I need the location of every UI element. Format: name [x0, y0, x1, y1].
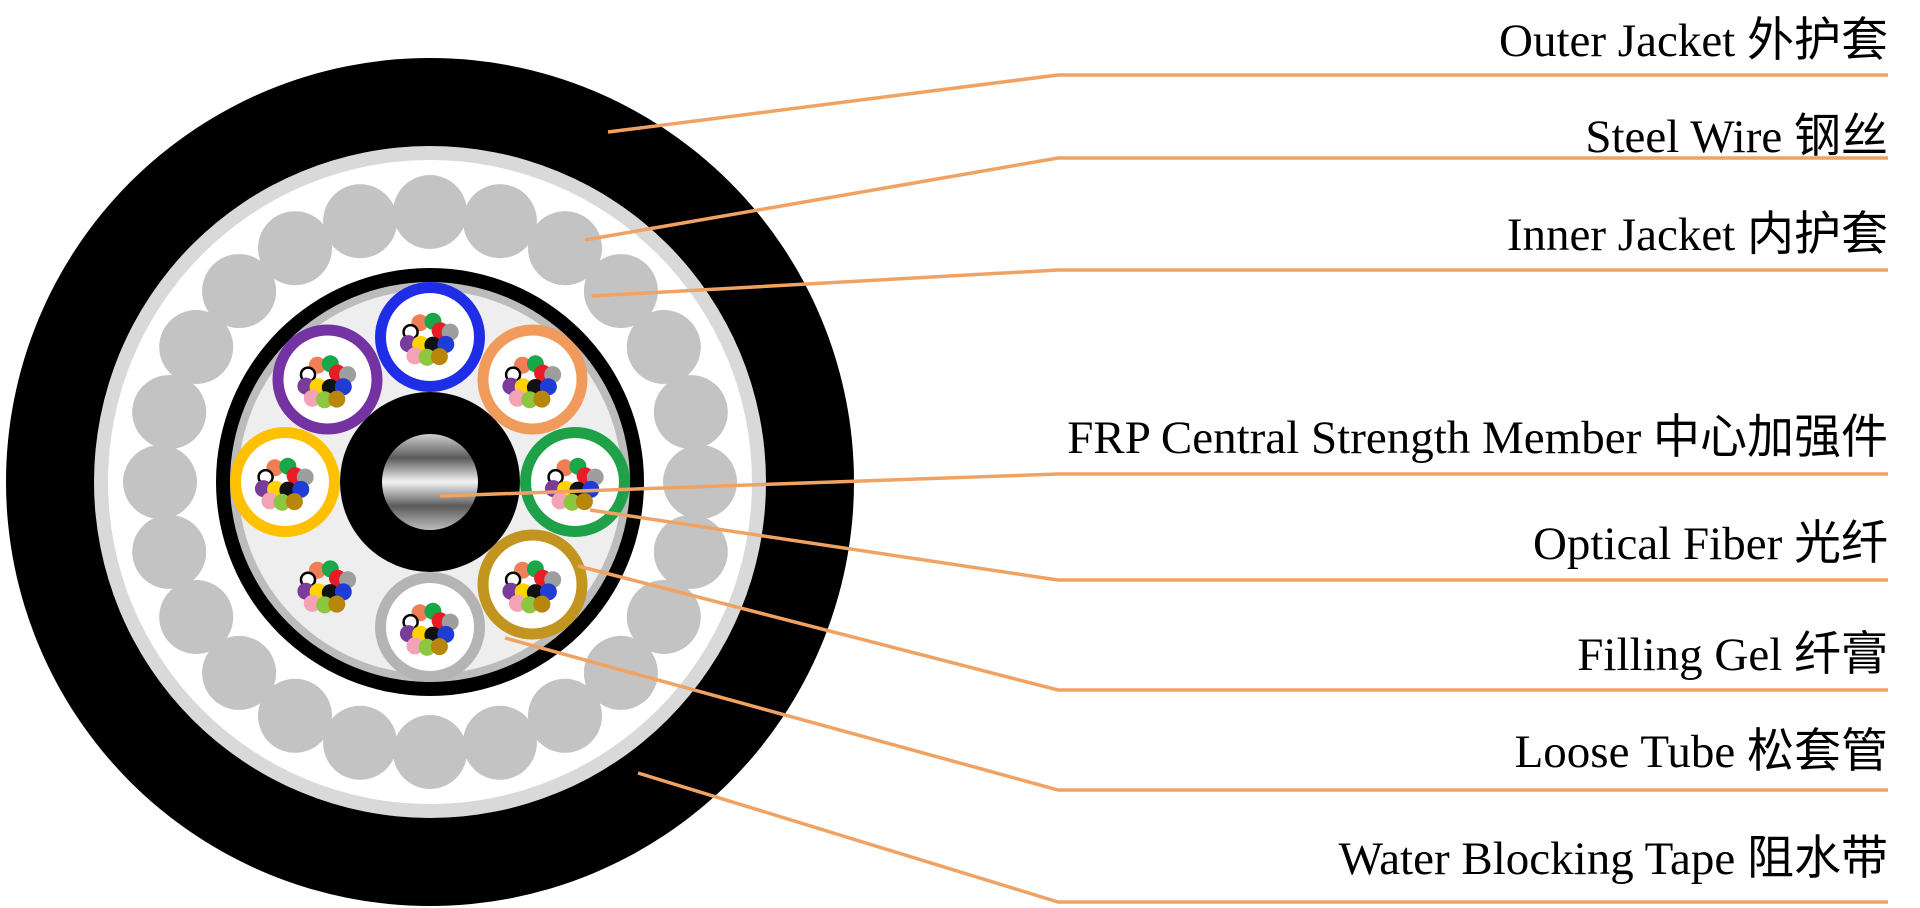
optical-fiber: [328, 595, 346, 613]
steel-wire: [626, 310, 701, 384]
optical-fiber: [316, 391, 334, 409]
steel-wire: [462, 184, 537, 259]
steel-wire: [528, 211, 602, 286]
optical-fiber: [533, 595, 551, 613]
label-water-blocking-tape: Water Blocking Tape 阻水带: [1339, 833, 1888, 885]
optical-fiber: [285, 493, 303, 511]
steel-wire-ring: [123, 175, 737, 789]
loose-tube-gray: [375, 572, 485, 682]
steel-wire: [132, 514, 207, 589]
leader-line-water-blocking-tape: [637, 771, 1888, 904]
loose-tube-interior: [488, 540, 577, 629]
loose-tube-interior: [241, 438, 329, 526]
optical-fiber: [575, 493, 593, 511]
steel-wire: [202, 254, 277, 329]
leader-line-loose-tube: [504, 636, 1888, 792]
optical-fiber: [508, 389, 526, 407]
optical-fiber: [303, 594, 321, 612]
leader-lines: [439, 73, 1888, 904]
loose-tube-brown: [477, 529, 588, 640]
optical-fiber: [533, 390, 551, 408]
steel-wire: [583, 635, 658, 710]
optical-fiber: [521, 391, 539, 409]
optical-fiber: [303, 389, 321, 407]
steel-wire: [123, 445, 197, 519]
steel-wire: [159, 310, 234, 384]
steel-wire: [653, 514, 728, 589]
leader-line-inner-jacket: [591, 268, 1888, 298]
loose-tube-interior: [488, 335, 577, 424]
steel-wire: [663, 445, 737, 519]
optical-fiber: [430, 638, 448, 656]
steel-wire: [323, 184, 398, 259]
steel-wire: [258, 211, 332, 286]
steel-wire: [653, 375, 728, 450]
steel-wire: [462, 705, 537, 780]
label-inner-jacket: Inner Jacket 内护套: [1507, 209, 1888, 261]
optical-fiber: [563, 493, 581, 511]
label-steel-wire: Steel Wire 钢丝: [1585, 111, 1888, 163]
loose-tube-interior: [386, 293, 474, 381]
component-labels: Outer Jacket 外护套 Steel Wire 钢丝 Inner Jac…: [1067, 15, 1888, 885]
leader-line-filling-gel: [577, 564, 1888, 692]
leader-line-steel-wire: [584, 156, 1888, 242]
label-outer-jacket: Outer Jacket 外护套: [1499, 15, 1888, 67]
leader-line-frp: [439, 472, 1888, 498]
optical-fiber: [418, 348, 436, 366]
steel-wire: [132, 375, 207, 450]
steel-wire: [393, 715, 467, 789]
steel-wire: [626, 580, 701, 654]
loose-tube-interior: [386, 583, 474, 671]
optical-fiber: [316, 596, 334, 614]
steel-wire: [528, 678, 602, 753]
loose-tube-green: [520, 427, 630, 537]
loose-tube-blue: [375, 282, 485, 392]
steel-wire: [159, 580, 234, 654]
optical-fiber: [328, 390, 346, 408]
optical-fiber: [521, 596, 539, 614]
loose-tube-orange: [477, 324, 588, 435]
label-filling-gel: Filling Gel 纤膏: [1577, 629, 1888, 681]
steel-wire: [202, 635, 277, 710]
loose-tube-unsheathed: [297, 560, 357, 614]
frp-central-strength-member: [382, 434, 478, 530]
steel-wire: [583, 254, 658, 329]
optical-fiber: [273, 493, 291, 511]
optical-fiber: [430, 348, 448, 366]
leader-line-outer-jacket: [607, 73, 1888, 134]
loose-tube-violet: [272, 324, 383, 435]
label-frp-central-strength-member: FRP Central Strength Member 中心加强件: [1067, 412, 1888, 464]
label-loose-tube: Loose Tube 松套管: [1515, 726, 1888, 778]
loose-tube-yellow: [230, 427, 340, 537]
label-optical-fiber: Optical Fiber 光纤: [1533, 518, 1888, 570]
optical-fiber: [508, 594, 526, 612]
leader-line-optical-fiber: [589, 508, 1888, 582]
steel-wire: [393, 175, 467, 249]
steel-wire: [323, 705, 398, 780]
optical-fiber: [418, 638, 436, 656]
cable-body: [6, 58, 854, 906]
steel-wire: [258, 678, 332, 753]
